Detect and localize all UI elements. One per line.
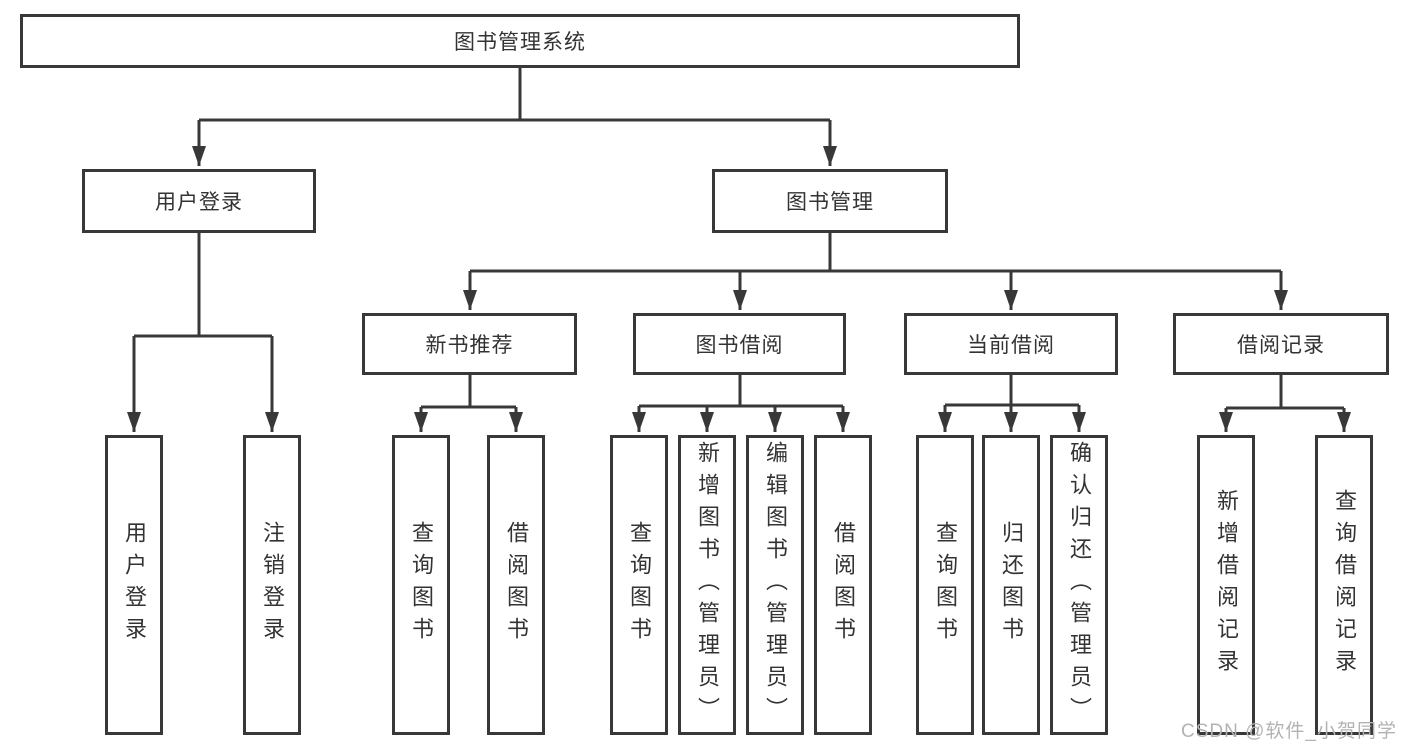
node-current-borrow: 当前借阅 bbox=[904, 313, 1118, 375]
leaf-bookborrow-borrow-books: 借阅图书 bbox=[814, 435, 872, 735]
node-user-login: 用户登录 bbox=[82, 169, 316, 233]
leaf-bookborrow-edit-books-admin: 编辑图书（管理员） bbox=[746, 435, 804, 735]
leaf-user-login: 用户登录 bbox=[105, 435, 163, 735]
leaf-current-confirm-return-admin: 确认归还（管理员） bbox=[1050, 435, 1108, 735]
leaf-bookborrow-add-books-admin: 新增图书（管理员） bbox=[678, 435, 736, 735]
csdn-watermark: CSDN @软件_小贺同学 bbox=[1181, 721, 1397, 742]
leaf-newbooks-borrow-books: 借阅图书 bbox=[487, 435, 545, 735]
node-borrow-records: 借阅记录 bbox=[1173, 313, 1389, 375]
leaf-records-add-borrow-record: 新增借阅记录 bbox=[1197, 435, 1255, 735]
node-book-borrow: 图书借阅 bbox=[633, 313, 846, 375]
leaf-logout: 注销登录 bbox=[243, 435, 301, 735]
leaf-current-query-books: 查询图书 bbox=[916, 435, 974, 735]
leaf-current-return-books: 归还图书 bbox=[982, 435, 1040, 735]
leaf-bookborrow-query-books: 查询图书 bbox=[610, 435, 668, 735]
node-new-book-recommend: 新书推荐 bbox=[362, 313, 577, 375]
node-book-management: 图书管理 bbox=[712, 169, 948, 233]
leaf-newbooks-query-books: 查询图书 bbox=[392, 435, 450, 735]
node-library-management-system: 图书管理系统 bbox=[20, 14, 1020, 68]
leaf-records-query-borrow-record: 查询借阅记录 bbox=[1315, 435, 1373, 735]
